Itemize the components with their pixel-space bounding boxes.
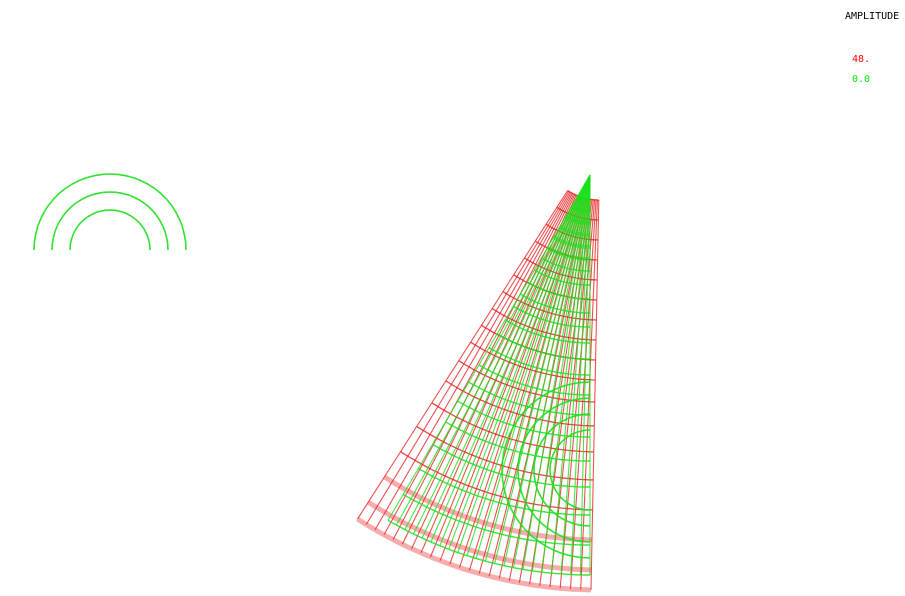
hole-ring xyxy=(501,381,591,559)
mesh-spoke xyxy=(448,174,591,550)
hole-ring xyxy=(33,173,187,251)
hole-ring xyxy=(549,429,591,511)
mesh-spoke xyxy=(522,174,591,570)
mesh-arc xyxy=(387,519,590,576)
mesh-spoke xyxy=(412,174,591,535)
mesh-spoke xyxy=(387,174,591,521)
mesh-spoke xyxy=(551,174,591,574)
mesh-spoke xyxy=(365,190,570,525)
mesh-spoke xyxy=(466,174,591,556)
mesh-spoke xyxy=(531,174,591,571)
hole-ring xyxy=(533,413,591,527)
hole-ring xyxy=(517,397,591,543)
undeformed-mesh-green xyxy=(33,173,591,576)
mesh-spoke xyxy=(468,197,584,571)
mesh-spoke xyxy=(541,174,591,573)
mesh-spoke xyxy=(494,174,591,564)
mesh-spoke xyxy=(439,174,591,546)
mesh-spoke xyxy=(570,174,591,575)
mesh-spoke xyxy=(383,192,572,536)
mesh-spoke xyxy=(430,174,591,543)
legend-title: AMPLITUDE xyxy=(845,11,900,22)
mesh-spoke xyxy=(421,174,591,539)
hole-ring xyxy=(51,191,169,251)
mesh-spoke xyxy=(560,174,591,574)
mesh-spoke xyxy=(374,191,571,531)
hole-ring xyxy=(69,209,151,251)
mesh-spoke xyxy=(579,174,591,575)
mesh-spoke xyxy=(404,174,591,530)
mesh-spoke xyxy=(357,190,569,520)
legend-max-value: 48. xyxy=(852,54,871,65)
mesh-spoke xyxy=(457,174,591,553)
mesh-spoke xyxy=(503,174,591,566)
mesh-spoke xyxy=(475,174,591,559)
legend-min-value: 0.0 xyxy=(852,74,871,85)
mesh-spoke xyxy=(484,174,591,562)
mesh-spoke xyxy=(439,195,580,561)
mesh-spoke xyxy=(590,199,600,590)
mesh-spoke xyxy=(395,174,591,526)
deformed-mesh-red xyxy=(356,189,600,593)
